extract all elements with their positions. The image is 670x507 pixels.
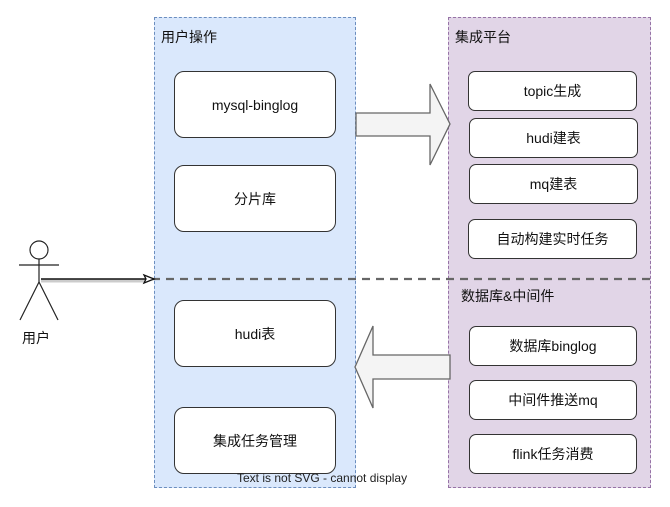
integration-platform-title: 集成平台 — [455, 29, 511, 45]
node-label: mq建表 — [529, 176, 578, 192]
node-label: 分片库 — [234, 190, 276, 207]
node-hudi-table[interactable]: hudi表 — [174, 300, 336, 367]
node-label: topic生成 — [523, 83, 582, 99]
node-mq-create-table[interactable]: mq建表 — [469, 164, 638, 204]
node-label: 数据库binglog — [509, 338, 597, 354]
node-shard-db[interactable]: 分片库 — [174, 165, 336, 232]
db-middleware-title: 数据库&中间件 — [461, 288, 555, 304]
block-arrow-left — [354, 325, 451, 409]
node-middleware-push-mq[interactable]: 中间件推送mq — [469, 380, 637, 420]
actor-connector-arrow — [41, 273, 156, 285]
node-label: mysql-binglog — [211, 96, 299, 113]
stick-figure-icon — [19, 240, 59, 321]
node-label: 中间件推送mq — [508, 392, 598, 408]
node-mysql-binglog[interactable]: mysql-binglog — [174, 71, 336, 138]
node-label: hudi建表 — [526, 130, 581, 146]
node-flink-task-consume[interactable]: flink任务消费 — [469, 434, 637, 474]
node-label: 集成任务管理 — [213, 432, 297, 449]
node-auto-build-realtime-task[interactable]: 自动构建实时任务 — [468, 219, 637, 259]
node-hudi-create-table[interactable]: hudi建表 — [469, 118, 638, 158]
node-integration-task-mgmt[interactable]: 集成任务管理 — [174, 407, 336, 474]
block-arrow-right — [355, 83, 451, 166]
user-operations-title: 用户操作 — [161, 29, 217, 45]
render-warning-note: Text is not SVG - cannot display — [237, 471, 408, 485]
node-db-binglog[interactable]: 数据库binglog — [469, 326, 637, 366]
node-topic-gen[interactable]: topic生成 — [468, 71, 637, 111]
node-label: 自动构建实时任务 — [496, 231, 609, 247]
node-label: hudi表 — [234, 325, 276, 342]
node-label: flink任务消费 — [512, 446, 594, 462]
actor-label: 用户 — [22, 330, 50, 346]
